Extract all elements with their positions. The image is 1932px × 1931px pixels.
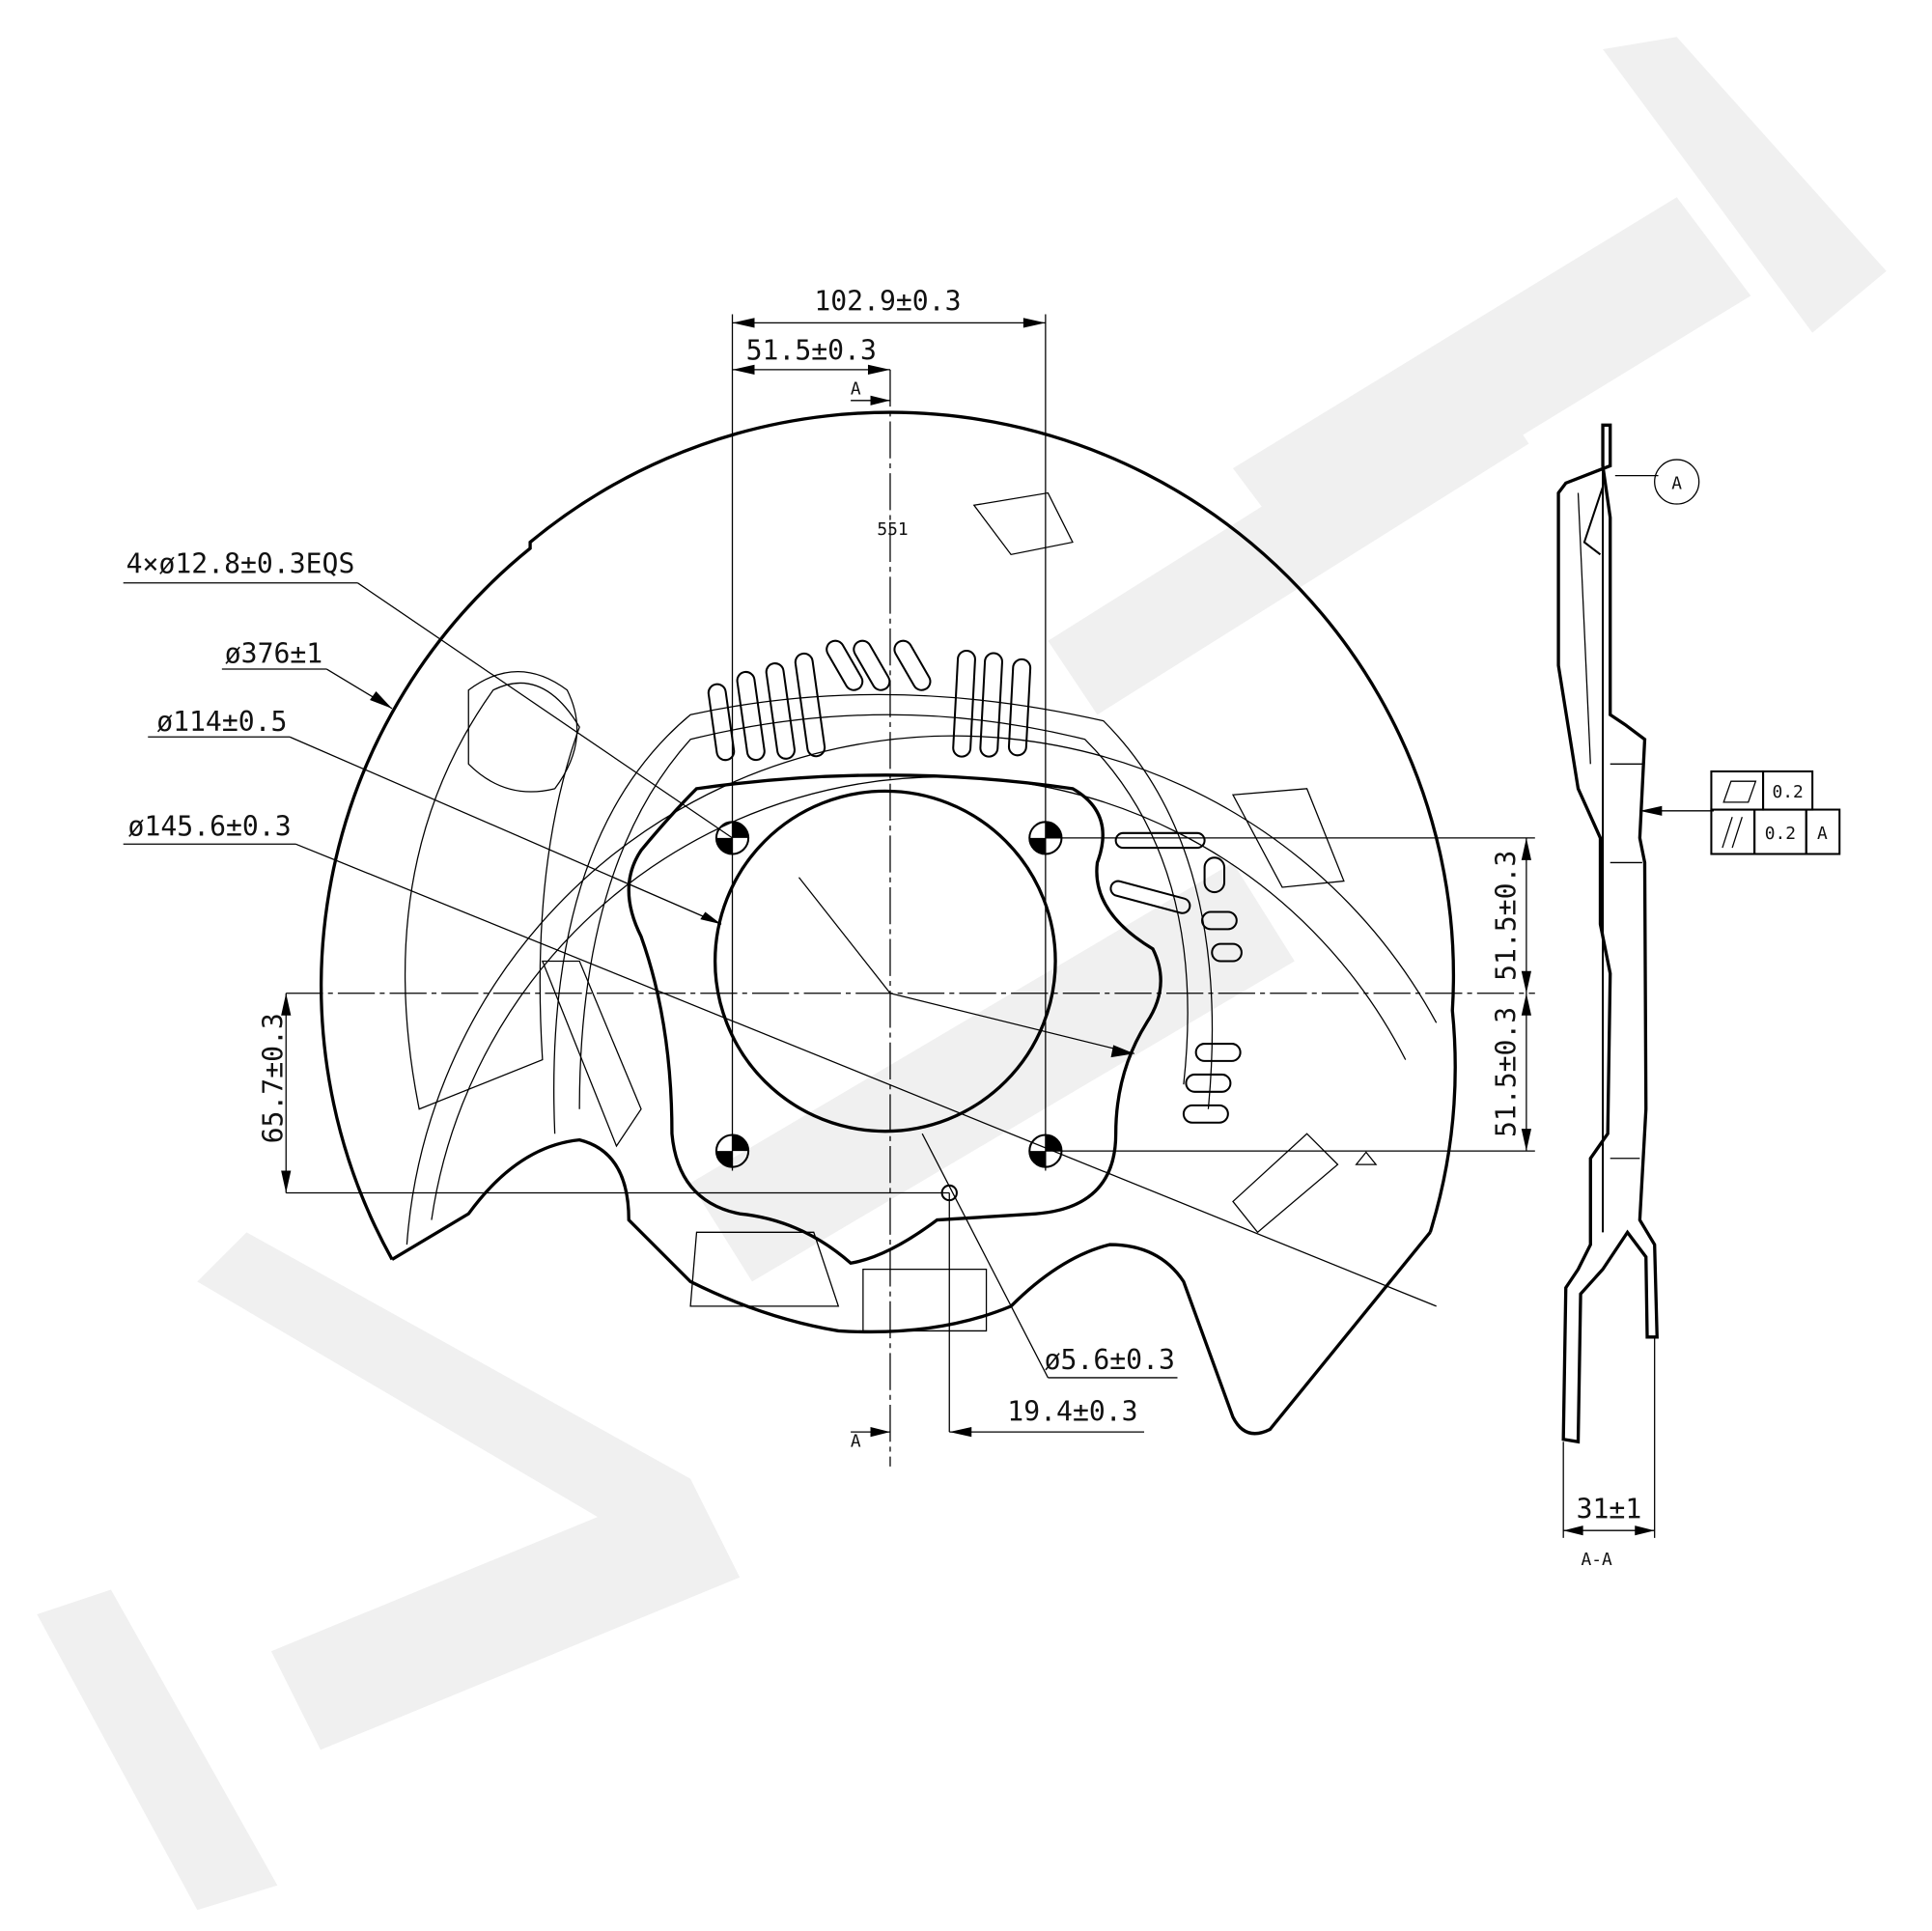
section-marker-bottom: A [851,1431,861,1451]
dim-bolt-holes: 4×ø12.8±0.3EQS [126,547,355,579]
dim-bolt-offset-upper: 51.5±0.3 [1490,851,1522,981]
datum-a-symbol [1654,459,1700,505]
section-label: A-A [1582,1550,1613,1570]
dust-shield-front-view [320,410,1457,1436]
flatness-icon [1722,780,1757,803]
dim-hub-diameter: ø114±0.5 [156,706,287,738]
section-view-a-a: A 31±1 A-A [1556,423,1714,1570]
dimension-arrows [281,318,1531,1438]
dim-flange-diameter: ø145.6±0.3 [128,810,292,842]
datum-label: A [1671,474,1682,494]
flatness-value: 0.2 [1772,782,1803,802]
center-label: 551 [877,519,908,540]
hub-bore [713,789,1057,1133]
dim-depth: 31±1 [1577,1493,1642,1525]
dim-bolt-offset-lower: 51.5±0.3 [1490,1007,1522,1137]
dim-outer-diameter: ø376±1 [225,638,322,670]
dim-pin-hole: ø5.6±0.3 [1045,1344,1175,1376]
dim-vertical-offset-left: 65.7±0.3 [257,1013,289,1143]
dim-bolt-offset: 51.5±0.3 [746,335,877,367]
dimension-lines [123,314,1535,1467]
dim-pin-offset: 19.4±0.3 [1007,1396,1137,1428]
dim-bolt-spacing: 102.9±0.3 [814,286,961,318]
tolerance-frame: 0.2 0.2 A [1710,770,1841,855]
parallelism-icon [1722,817,1743,849]
watermark-logo [37,37,1887,1911]
parallelism-value: 0.2 [1765,824,1796,844]
parallelism-datum: A [1817,824,1828,844]
section-marker-top: A [851,378,861,399]
